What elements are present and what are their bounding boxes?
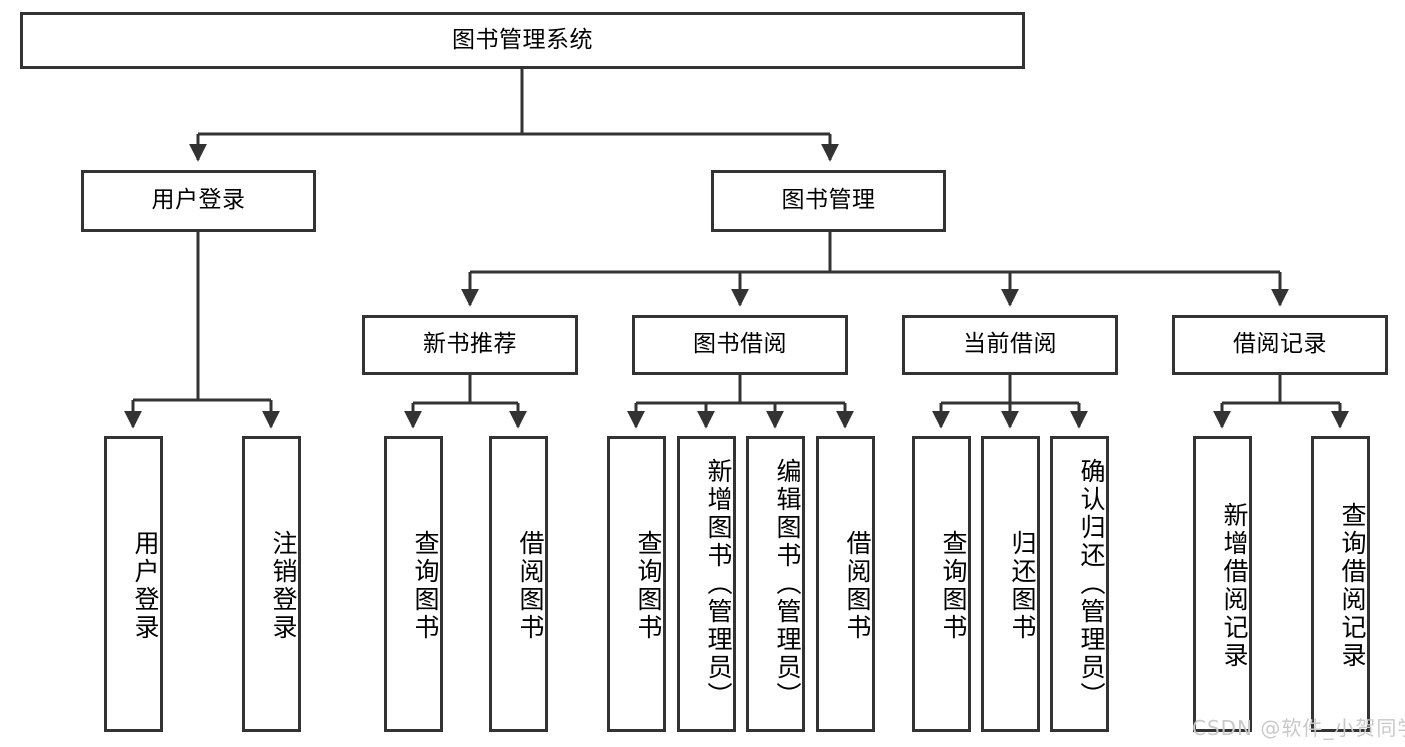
leaf-query-book-2[interactable]: 查询图书 [607, 436, 666, 732]
leaf-add-borrow-record[interactable]: 新增借阅记录 [1193, 436, 1252, 732]
node-borrow-record-label: 借阅记录 [1233, 331, 1327, 358]
leaf-logout-login-label: 注销登录 [269, 530, 298, 642]
leaf-query-book-3[interactable]: 查询图书 [912, 436, 971, 732]
leaf-borrow-book-1[interactable]: 借阅图书 [489, 436, 548, 732]
leaf-edit-book-label: 编辑图书（管理员） [773, 458, 802, 710]
leaf-edit-book[interactable]: 编辑图书（管理员） [746, 436, 805, 732]
leaf-query-book-3-label: 查询图书 [939, 530, 968, 642]
node-user-login[interactable]: 用户登录 [81, 170, 316, 232]
leaf-user-login[interactable]: 用户登录 [104, 436, 163, 732]
leaf-borrow-book-2-label: 借阅图书 [843, 530, 872, 642]
leaf-query-book-2-label: 查询图书 [634, 530, 663, 642]
node-book-borrow-label: 图书借阅 [693, 331, 787, 358]
leaf-confirm-return[interactable]: 确认归还（管理员） [1050, 436, 1109, 732]
leaf-query-borrow-record[interactable]: 查询借阅记录 [1311, 436, 1370, 732]
node-borrow-record[interactable]: 借阅记录 [1172, 315, 1388, 375]
csdn-watermark: CSDN @软件_小贺同学 [1192, 716, 1405, 740]
leaf-borrow-book-2[interactable]: 借阅图书 [816, 436, 875, 732]
leaf-logout-login[interactable]: 注销登录 [242, 436, 301, 732]
node-book-borrow[interactable]: 图书借阅 [632, 315, 848, 375]
node-new-book-recommend[interactable]: 新书推荐 [362, 315, 578, 375]
node-book-management[interactable]: 图书管理 [711, 170, 946, 232]
node-root-label: 图书管理系统 [452, 26, 593, 53]
leaf-return-book-label: 归还图书 [1008, 530, 1037, 642]
leaf-query-book-1-label: 查询图书 [411, 530, 440, 642]
leaf-query-borrow-record-label: 查询借阅记录 [1338, 502, 1367, 670]
leaf-add-book[interactable]: 新增图书（管理员） [677, 436, 736, 732]
leaf-add-book-label: 新增图书（管理员） [704, 458, 733, 710]
node-user-login-label: 用户登录 [151, 187, 246, 214]
leaf-borrow-book-1-label: 借阅图书 [516, 530, 545, 642]
node-new-book-recommend-label: 新书推荐 [423, 331, 517, 358]
node-current-borrow-label: 当前借阅 [963, 331, 1057, 358]
node-book-management-label: 图书管理 [781, 187, 876, 214]
leaf-query-book-1[interactable]: 查询图书 [384, 436, 443, 732]
leaf-confirm-return-label: 确认归还（管理员） [1077, 458, 1106, 710]
node-current-borrow[interactable]: 当前借阅 [902, 315, 1118, 375]
leaf-user-login-label: 用户登录 [131, 530, 160, 642]
leaf-return-book[interactable]: 归还图书 [981, 436, 1040, 732]
node-root[interactable]: 图书管理系统 [20, 12, 1025, 69]
leaf-add-borrow-record-label: 新增借阅记录 [1220, 502, 1249, 670]
